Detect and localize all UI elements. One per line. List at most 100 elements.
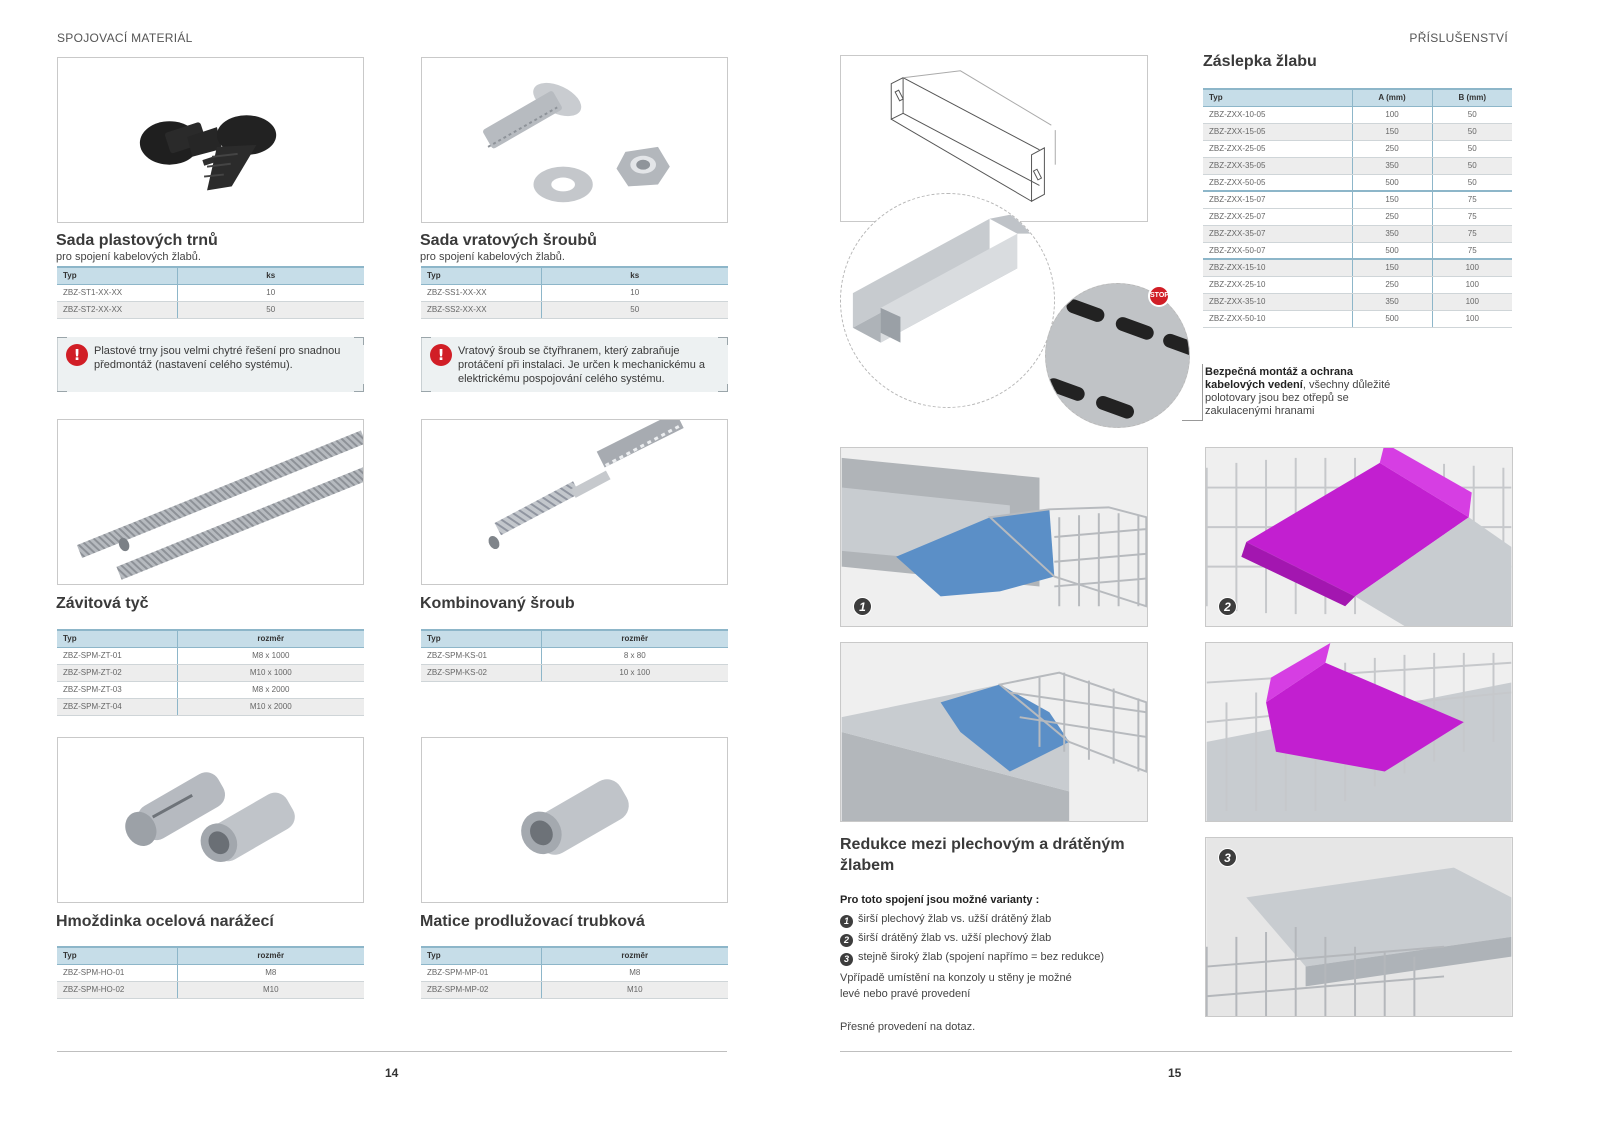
variant-number: 3: [840, 953, 853, 966]
table-cell: ZBZ-ST2-XX-XX: [57, 301, 178, 319]
table-cell: 75: [1432, 242, 1512, 260]
table-cell: ZBZ-SPM-KS-01: [421, 647, 542, 665]
table-header: Typ: [421, 946, 542, 965]
table-cell: 350: [1352, 225, 1433, 243]
table-cell: 75: [1432, 190, 1512, 209]
section-title-zaslepka: Záslepka žlabu: [1203, 53, 1317, 70]
photo-carriage-bolt: [421, 57, 728, 223]
table-cell: M8: [177, 964, 364, 982]
variant-text: širší plechový žlab vs. užší drátěný žla…: [858, 913, 1052, 925]
table-header: ks: [541, 266, 728, 285]
table-header: Typ: [421, 266, 542, 285]
table-cell: 100: [1432, 258, 1512, 277]
table-header: rozměr: [541, 629, 728, 648]
table-cell: 50: [541, 301, 728, 319]
page-number-right: 15: [1168, 1066, 1182, 1080]
variant-badge: 3: [1218, 848, 1237, 867]
table-cell: ZBZ-SPM-ZT-03: [57, 681, 178, 699]
product-title: Hmoždinka ocelová narážecí: [56, 913, 274, 930]
table-cell: ZBZ-ZXX-25-10: [1203, 276, 1353, 294]
inquiry-note: Přesné provedení na dotaz.: [840, 1021, 976, 1033]
table-cell: 100: [1432, 310, 1512, 328]
table-cell: ZBZ-ST1-XX-XX: [57, 284, 178, 302]
table-cell: 150: [1352, 190, 1433, 209]
mounting-note-line1: Vpřípadě umístění na konzoly u stěny je …: [840, 972, 1072, 984]
note-text: Vratový šroub se čtyřhranem, který zabra…: [458, 345, 706, 385]
table-cell: ZBZ-ZXX-25-07: [1203, 208, 1353, 226]
safety-caption-text: , všechny důležité polotovary jsou bez o…: [1205, 379, 1391, 417]
table-cell: ZBZ-ZXX-50-10: [1203, 310, 1353, 328]
photo-extension-nut: [421, 737, 728, 903]
table-header: ks: [177, 266, 364, 285]
table-cell: ZBZ-ZXX-15-07: [1203, 190, 1353, 209]
table-cell: M10 x 1000: [177, 664, 364, 682]
photo-reducer-variant-1-view2: [840, 642, 1148, 822]
table-cell: M10: [541, 981, 728, 999]
table-header: rozměr: [541, 946, 728, 965]
table-cell: ZBZ-ZXX-50-07: [1203, 242, 1353, 260]
table-cell: 10: [541, 284, 728, 302]
table-cell: ZBZ-ZXX-50-05: [1203, 174, 1353, 192]
variant-badge: 1: [853, 597, 872, 616]
table-header: B (mm): [1432, 88, 1512, 107]
product-title: Sada plastových trnů: [56, 232, 218, 249]
caption-leader-line: [1182, 420, 1202, 421]
table-cell: ZBZ-ZXX-15-05: [1203, 123, 1353, 141]
table-cell: 150: [1352, 123, 1433, 141]
alert-icon: !: [66, 344, 88, 366]
table-cell: ZBZ-ZXX-25-05: [1203, 140, 1353, 158]
table-cell: 50: [1432, 157, 1512, 175]
table-cell: 500: [1352, 310, 1433, 328]
caption-leader-vert: [1202, 364, 1203, 421]
table-cell: 350: [1352, 293, 1433, 311]
table-cell: ZBZ-SPM-KS-02: [421, 664, 542, 682]
info-note: ! Vratový šroub se čtyřhranem, který zab…: [421, 337, 728, 392]
footer-rule-left: [57, 1051, 727, 1052]
table-cell: ZBZ-SPM-HO-01: [57, 964, 178, 982]
table-cell: ZBZ-ZXX-15-10: [1203, 258, 1353, 277]
table-cell: 8 x 80: [541, 647, 728, 665]
table-cell: 10: [177, 284, 364, 302]
running-head-right: PŘÍSLUŠENSTVÍ: [1409, 31, 1508, 45]
table-header: Typ: [57, 266, 178, 285]
product-title: Sada vratových šroubů: [420, 232, 597, 249]
stop-icon: STOP: [1148, 285, 1170, 307]
product-title: Matice prodlužovací trubková: [420, 913, 645, 930]
table-cell: M8 x 2000: [177, 681, 364, 699]
table-cell: M8: [541, 964, 728, 982]
photo-reducer-variant-3: 3: [1205, 837, 1513, 1017]
photo-reducer-variant-2-view2: [1205, 642, 1513, 822]
table-cell: ZBZ-ZXX-35-10: [1203, 293, 1353, 311]
alert-icon: !: [430, 344, 452, 366]
table-cell: ZBZ-SPM-ZT-01: [57, 647, 178, 665]
page-number-left: 14: [385, 1066, 399, 1080]
table-cell: 500: [1352, 174, 1433, 192]
table-cell: M10: [177, 981, 364, 999]
photo-reducer-variant-2: 2: [1205, 447, 1513, 627]
table-cell: ZBZ-SPM-MP-02: [421, 981, 542, 999]
table-cell: 100: [1352, 106, 1433, 124]
table-cell: 50: [1432, 123, 1512, 141]
footer-rule-right: [840, 1051, 1512, 1052]
drawing-end-cap: [840, 55, 1148, 222]
table-cell: 500: [1352, 242, 1433, 260]
note-text: Plastové trny jsou velmi chytré řešení p…: [94, 345, 341, 371]
table-cell: 50: [1432, 106, 1512, 124]
variant-item: 1 širší plechový žlab vs. užší drátěný žl…: [840, 913, 1051, 928]
variant-text: stejně široký žlab (spojení napřímo = be…: [858, 951, 1105, 963]
table-cell: ZBZ-ZXX-35-07: [1203, 225, 1353, 243]
safety-caption: Bezpečná montáž a ochrana kabelových ved…: [1205, 366, 1410, 418]
table-cell: 100: [1432, 276, 1512, 294]
photo-reducer-variant-1: 1: [840, 447, 1148, 627]
table-cell: ZBZ-SS2-XX-XX: [421, 301, 542, 319]
variant-number: 1: [840, 915, 853, 928]
table-cell: 50: [1432, 174, 1512, 192]
safety-caption-bold: Bezpečná montáž a ochrana kabelových ved…: [1205, 366, 1353, 391]
photo-end-cap-circle: [840, 193, 1055, 408]
